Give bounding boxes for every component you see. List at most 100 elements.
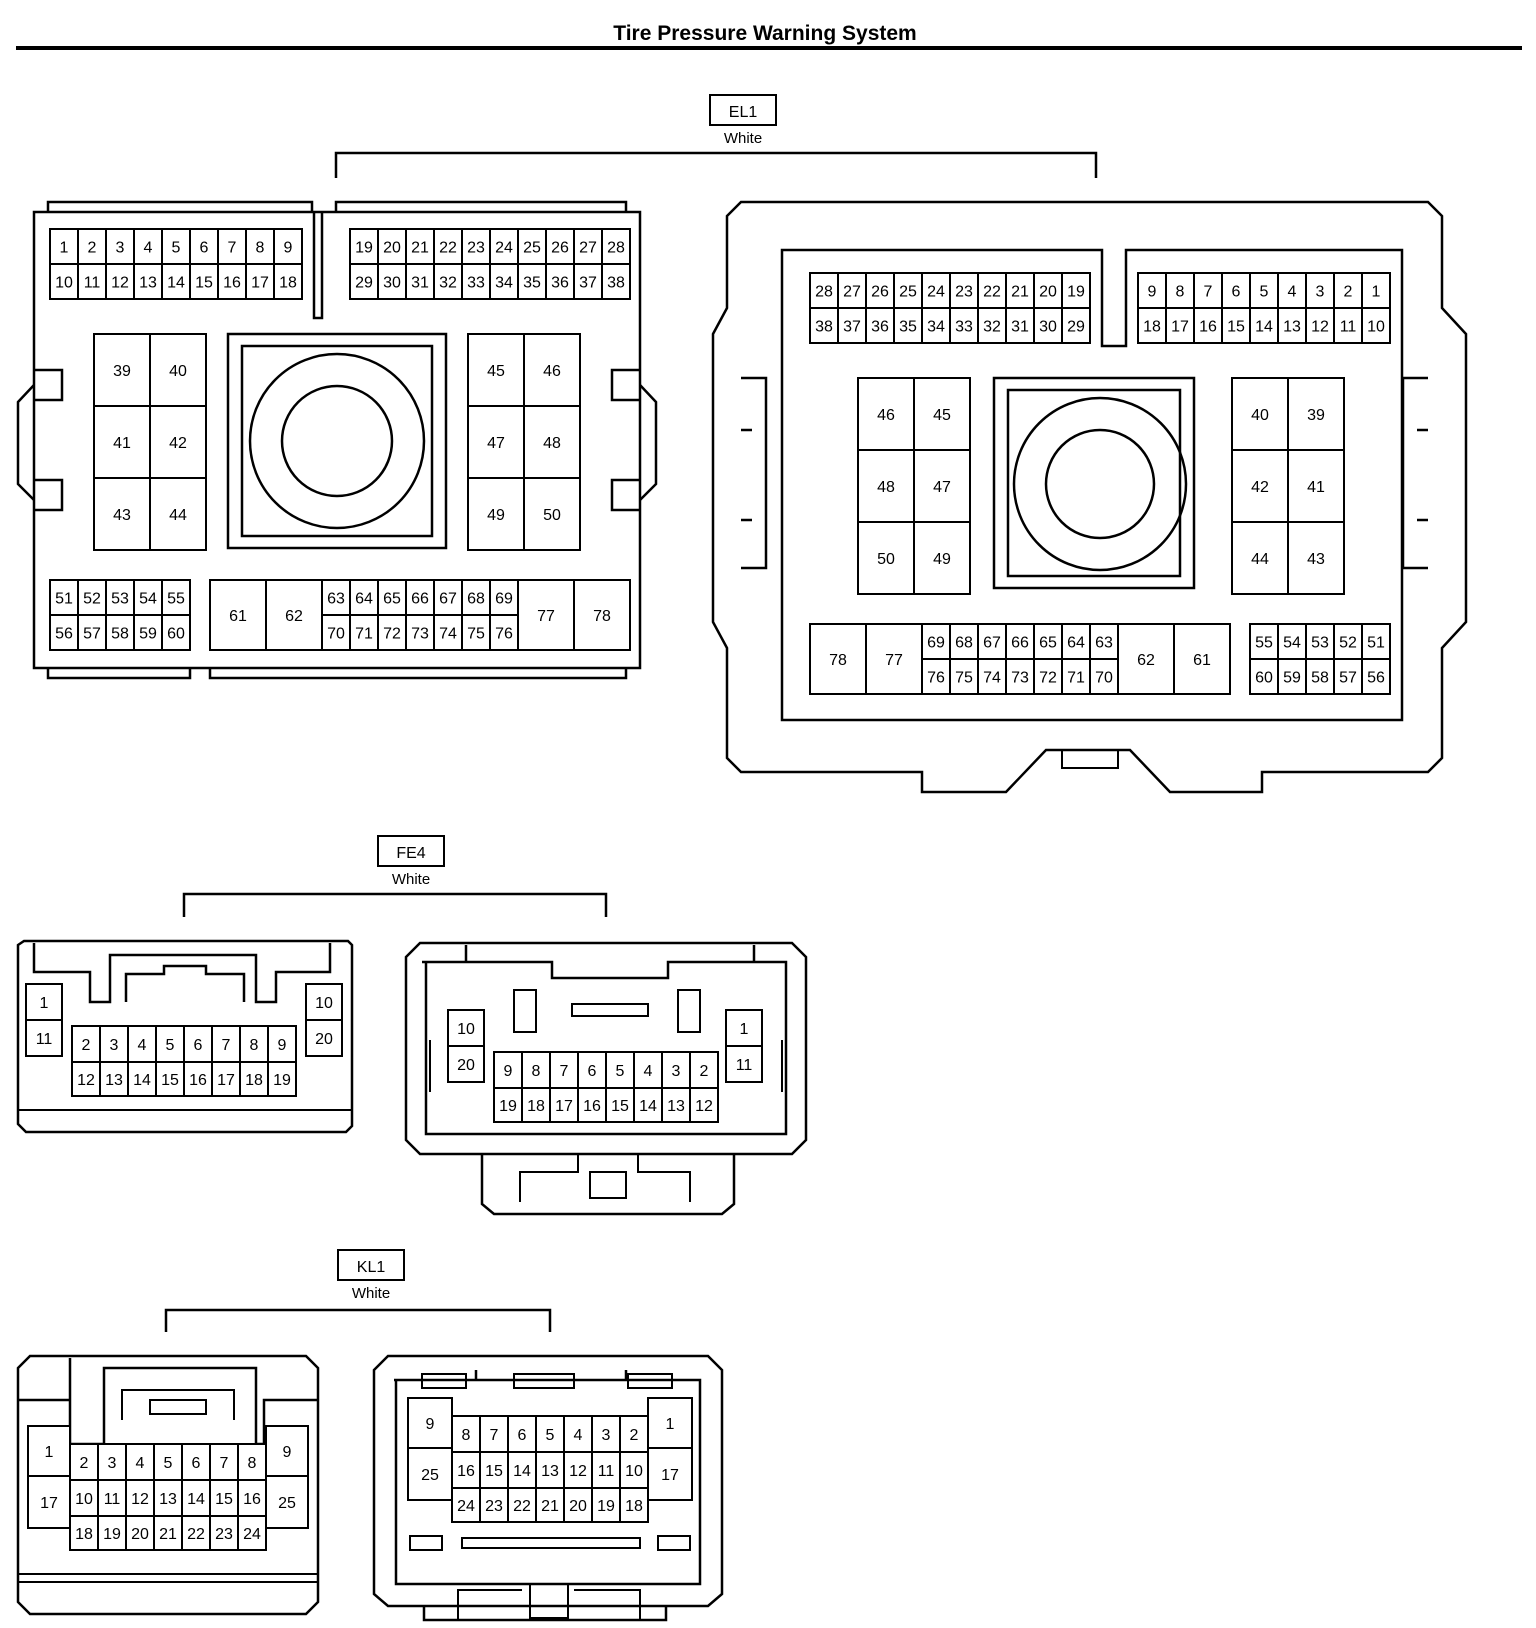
pin-number: 39 (113, 363, 131, 380)
pin-cavity (725, 1009, 763, 1047)
pin-number: 66 (411, 591, 429, 608)
pin-cavity (99, 1061, 129, 1097)
pin-cavity (507, 1487, 537, 1523)
pin-number: 15 (485, 1463, 503, 1480)
pin-number: 41 (1307, 479, 1325, 496)
pin-number: 75 (955, 670, 973, 687)
pin-number: 8 (248, 1455, 257, 1472)
pin-cavity (549, 1087, 579, 1123)
pin-number: 56 (55, 626, 73, 643)
pin-cavity (857, 449, 915, 523)
pin-cavity (461, 263, 491, 300)
connector-lock-tab (1061, 749, 1119, 769)
connector-kl1-header: KL1 White (164, 1249, 552, 1332)
pin-cavity (265, 579, 323, 651)
pin-number: 18 (245, 1072, 263, 1089)
pin-cavity (125, 1515, 155, 1551)
pin-number: 17 (1171, 319, 1189, 336)
pin-number: 29 (1067, 319, 1085, 336)
pin-cavity (467, 477, 525, 551)
pin-number: 23 (215, 1526, 233, 1543)
pin-number: 13 (541, 1463, 559, 1480)
pin-number: 13 (139, 275, 157, 292)
pin-number: 19 (499, 1098, 517, 1115)
connector-body (16, 939, 354, 1134)
pin-cavity (633, 1087, 663, 1123)
pin-number: 13 (105, 1072, 123, 1089)
pin-number: 5 (1260, 284, 1269, 301)
pin-number: 19 (355, 240, 373, 257)
pin-number: 9 (283, 1444, 292, 1461)
connector-bracket (334, 151, 1098, 178)
pin-number: 19 (1067, 284, 1085, 301)
pin-cavity (1333, 658, 1363, 695)
pin-number: 72 (1039, 670, 1057, 687)
pin-number: 31 (411, 275, 429, 292)
pin-number: 33 (467, 275, 485, 292)
pin-number: 20 (315, 1031, 333, 1048)
pin-number: 10 (75, 1491, 93, 1508)
pin-cavity (1333, 623, 1363, 660)
pin-number: 16 (189, 1072, 207, 1089)
pin-cavity (265, 1425, 309, 1477)
connector-lock-tab (529, 1583, 569, 1619)
pin-number: 8 (256, 240, 265, 257)
connector-top-rail (46, 200, 628, 212)
pin-number: 2 (1344, 284, 1353, 301)
pin-number: 9 (426, 1416, 435, 1433)
pin-number: 6 (194, 1037, 203, 1054)
pin-number: 59 (139, 626, 157, 643)
pin-number: 60 (1255, 670, 1273, 687)
connector-bracket (182, 892, 608, 917)
pin-cavity (239, 1025, 269, 1063)
pin-number: 68 (467, 591, 485, 608)
pin-number: 17 (40, 1495, 58, 1512)
title-rule (16, 46, 1522, 50)
pin-number: 76 (927, 670, 945, 687)
pin-number: 16 (457, 1463, 475, 1480)
pin-number: 12 (569, 1463, 587, 1480)
pin-number: 42 (1251, 479, 1269, 496)
connector-right-latch (1401, 376, 1428, 570)
pin-number: 5 (166, 1037, 175, 1054)
pin-number: 34 (927, 319, 945, 336)
pin-cavity (1305, 658, 1335, 695)
connector-hub-ring (1012, 396, 1188, 572)
pin-cavity (71, 1025, 101, 1063)
pin-number: 61 (1193, 652, 1211, 669)
connector-hub-frame (992, 376, 1196, 590)
pin-cavity (1277, 658, 1307, 695)
pin-number: 46 (877, 407, 895, 424)
pin-cavity (573, 579, 631, 651)
connector-bracket (164, 1308, 552, 1332)
pin-number: 48 (877, 479, 895, 496)
pin-number: 21 (159, 1526, 177, 1543)
pin-cavity (1333, 307, 1363, 344)
pin-cavity (479, 1415, 509, 1453)
pin-number: 18 (75, 1526, 93, 1543)
pin-number: 27 (579, 240, 597, 257)
pin-number: 49 (487, 507, 505, 524)
pin-number: 7 (228, 240, 237, 257)
connector-body (32, 210, 642, 670)
pin-number: 10 (625, 1463, 643, 1480)
connector-hub-inner (1006, 388, 1182, 578)
pin-number: 45 (487, 363, 505, 380)
pin-number: 32 (439, 275, 457, 292)
pin-cavity (493, 1051, 523, 1089)
pin-cavity (377, 579, 407, 616)
pin-number: 12 (131, 1491, 149, 1508)
pin-number: 20 (457, 1057, 475, 1074)
pin-number: 6 (518, 1427, 527, 1444)
pin-number: 6 (1232, 284, 1241, 301)
pin-number: 67 (439, 591, 457, 608)
pin-cavity (1221, 307, 1251, 344)
pin-cavity (1005, 307, 1035, 344)
connector-hub-ring (248, 352, 426, 530)
pin-number: 12 (695, 1098, 713, 1115)
connector-outline (404, 941, 808, 1156)
